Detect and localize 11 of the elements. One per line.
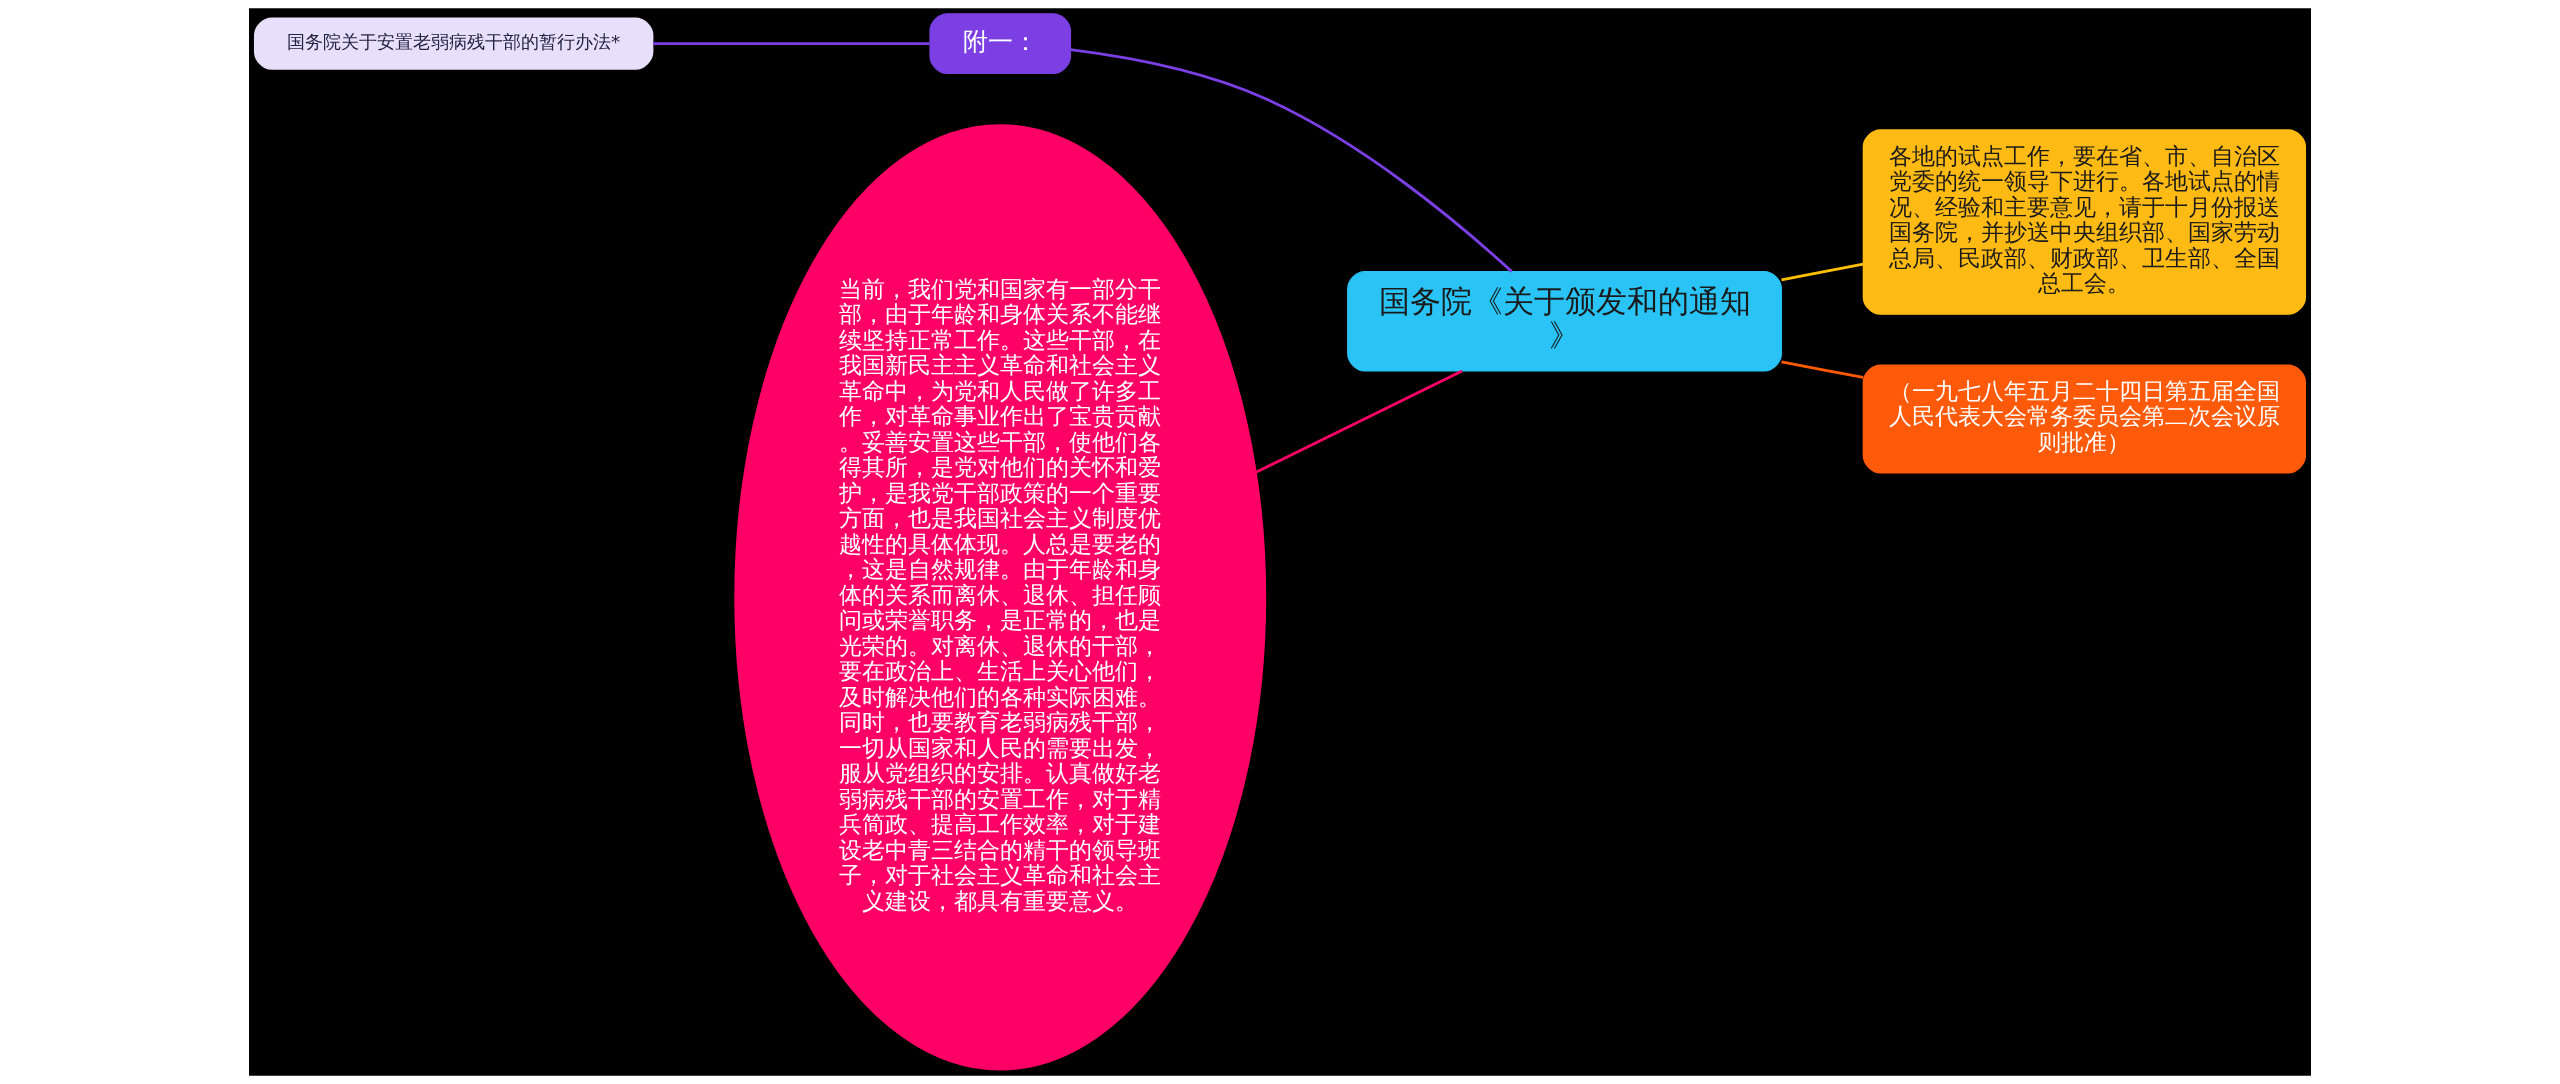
- connector: [1070, 48, 1513, 273]
- connector: [1781, 360, 1864, 379]
- node-box: 国务院《关于颁发和的通知》: [1347, 270, 1782, 372]
- node-box: 各地的试点工作，要在省、市、自治区党委的统一领导下进行。各地试点的情况、经验和主要意见，请于十月份报送国务院，并抄送中央组织部、国家劳动总局、民政部、财政部、卫生部、全国总工会。: [1862, 129, 2307, 315]
- connector: [1255, 369, 1463, 474]
- node-box: （一九七八年五月二十四日第五届全国人民代表大会常务委员会第二次会议原则批准）: [1862, 364, 2307, 474]
- connector: [1781, 262, 1864, 282]
- node-box: 国务院关于安置老弱病残干部的暂行办法*: [253, 17, 654, 70]
- node-box: 附一：: [929, 13, 1072, 75]
- node-ellipse: 当前，我们党和国家有一部分干部，由于年龄和身体关系不能继续坚持正常工作。这些干部，在我国新民主主义革命和社会主义革命中，为党和人民做了许多工作，对革命事业作出了宝贵贡献。妥善安置这些干部，使他们各得其所，是党对他们的关怀和爱护，是我党干部政策的一个重要方面，也是我国社会主义制度优越性的具体体现。人总是要老的，这是自然规律。由于年龄和身体的关系而离休、退休、担任顾问或荣誉职务，是正常的，也是光荣的。对离休、退休的干部，要在政治上、生活上关心他们，及时解决他们的各种实际困难。同时，也要教育老弱病残干部，一切从国家和人民的需要出发，服从党组织的安排。认真做好老弱病残干部的安置工作，对于精兵简政、提高工作效率，对于建设老中青三结合的精干的领导班子，对于社会主义革命和社会主义建设，都具有重要意义。: [734, 124, 1267, 1071]
- connector: [652, 42, 930, 45]
